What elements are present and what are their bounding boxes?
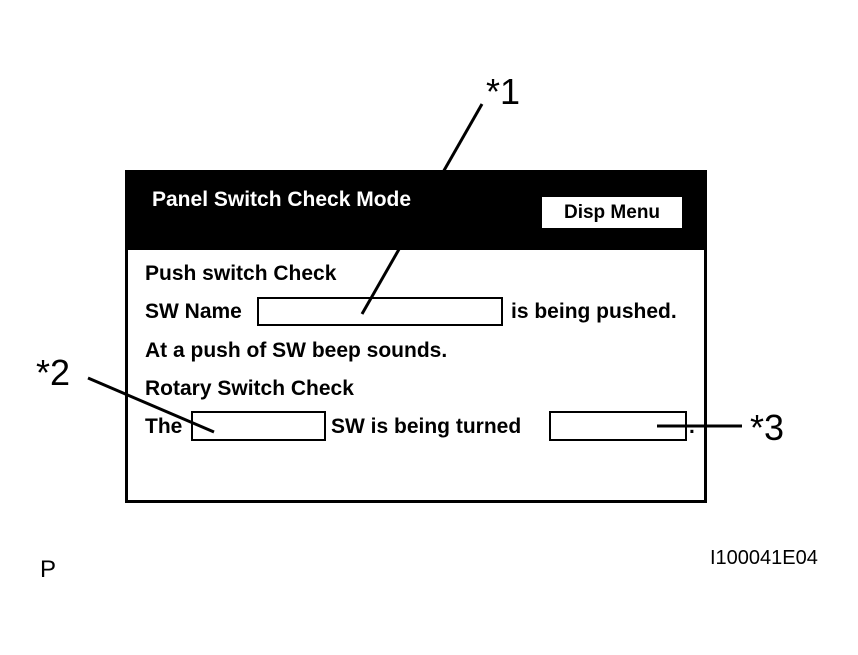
callout-label-3: *3 bbox=[750, 407, 785, 448]
turn-direction-field bbox=[549, 411, 687, 441]
page-mark-p: P bbox=[40, 556, 57, 583]
screen-header: Panel Switch Check Mode Disp Menu bbox=[128, 173, 704, 250]
being-turned-text: SW is being turned bbox=[331, 415, 522, 438]
the-label: The bbox=[145, 415, 183, 438]
being-pushed-text: is being pushed. bbox=[511, 300, 677, 323]
switch-name-field bbox=[191, 411, 326, 441]
beep-sound-text: At a push of SW beep sounds. bbox=[145, 339, 448, 362]
callout-label-2: *2 bbox=[36, 352, 71, 393]
sw-name-label: SW Name bbox=[145, 300, 242, 323]
callout-label-1: *1 bbox=[486, 71, 521, 112]
figure-code: I100041E04 bbox=[710, 547, 818, 569]
rotary-switch-check-heading: Rotary Switch Check bbox=[145, 377, 354, 400]
display-screen: Panel Switch Check Mode Disp Menu Push s… bbox=[125, 170, 707, 503]
sentence-period: . bbox=[689, 415, 695, 438]
screen-title: Panel Switch Check Mode bbox=[152, 188, 412, 211]
sw-name-field bbox=[257, 297, 503, 326]
push-switch-check-heading: Push switch Check bbox=[145, 262, 337, 285]
disp-menu-button[interactable]: Disp Menu bbox=[542, 197, 682, 228]
